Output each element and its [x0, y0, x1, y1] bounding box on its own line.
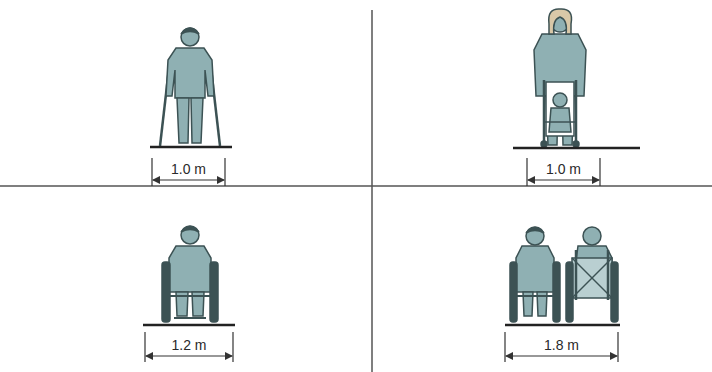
ground-line	[150, 146, 232, 149]
wheelchair-user-back	[575, 250, 578, 300]
wheelchair-user	[510, 227, 560, 322]
person-with-stroller	[534, 9, 586, 147]
person-with-stroller	[549, 9, 572, 34]
dimension-label: 1.2 m	[169, 337, 208, 353]
person-with-stroller	[575, 80, 578, 144]
quadrant-divider	[0, 10, 712, 372]
wheelchair-user	[210, 262, 218, 322]
dimension-line	[144, 332, 145, 362]
dimension-line	[617, 332, 618, 362]
dimension-line	[145, 158, 618, 362]
wheelchair-user-back	[572, 258, 612, 298]
dimension-line	[599, 158, 600, 186]
wheelchair-user	[181, 227, 199, 233]
wheelchair-user	[162, 226, 218, 322]
wheelchair-user	[174, 317, 206, 319]
person-with-stroller	[541, 141, 547, 147]
dimension-line	[526, 158, 527, 186]
person-with-crutches	[181, 28, 199, 46]
quadrant-divider	[0, 185, 712, 187]
quadrant-divider	[371, 10, 373, 372]
wheelchair-user	[170, 295, 210, 297]
wheelchair-user	[162, 262, 170, 322]
dimension-line	[504, 332, 505, 362]
wheelchair-user-back	[572, 258, 612, 298]
ground-line	[513, 147, 640, 150]
person-with-stroller	[573, 141, 579, 147]
wheelchair-user	[516, 246, 554, 292]
dimension-line	[506, 355, 617, 356]
person-with-crutches	[166, 48, 214, 98]
person-with-stroller	[546, 82, 574, 136]
wheelchair-user	[181, 226, 199, 244]
person-with-crutches	[191, 98, 203, 143]
wheelchair-user-back	[572, 258, 612, 298]
wheelchair-user-back	[607, 250, 610, 300]
wheelchair-user	[517, 295, 553, 297]
person-with-stroller	[543, 80, 546, 144]
ground-line	[143, 324, 235, 327]
person-with-crutches	[160, 28, 220, 146]
wheelchair-user-back	[611, 262, 618, 322]
wheelchair-user-back	[566, 227, 618, 322]
dimension-label: 1.0 m	[544, 161, 583, 177]
wheelchair-user	[526, 227, 544, 245]
ground-line	[505, 324, 620, 327]
wheelchair-user	[169, 246, 211, 292]
wheelchair-user	[553, 262, 560, 322]
person-with-crutches	[177, 98, 189, 143]
wheelchair-user-back	[583, 227, 601, 245]
dimension-line	[224, 158, 225, 186]
wheelchair-user	[510, 262, 517, 322]
person-with-stroller	[549, 108, 571, 132]
dimension-line	[151, 158, 152, 186]
person-with-stroller	[553, 93, 567, 107]
dimension-line	[232, 332, 233, 362]
dimension-line	[528, 179, 599, 180]
person-with-stroller	[544, 121, 576, 123]
person-with-crutches	[181, 28, 199, 34]
dimension-line	[146, 355, 232, 356]
dimension-label: 1.8 m	[542, 337, 581, 353]
wheelchair-user-back	[566, 262, 573, 322]
wheelchair-user	[526, 228, 544, 234]
dimension-line	[153, 179, 224, 180]
dimension-label: 1.0 m	[169, 161, 208, 177]
